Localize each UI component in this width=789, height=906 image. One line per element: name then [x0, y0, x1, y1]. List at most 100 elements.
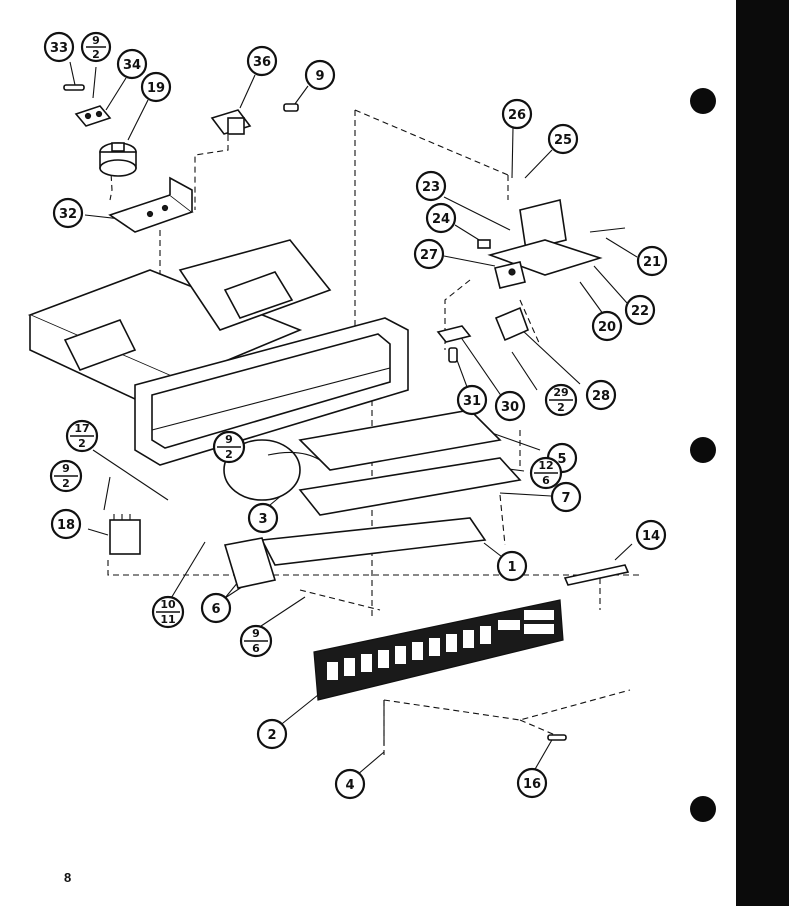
svg-text:2: 2	[557, 401, 565, 414]
callout-9-2-c: 9 2	[49, 459, 83, 493]
part-14-rod	[563, 564, 630, 586]
callout-30: 30	[494, 390, 526, 422]
callout-6: 6	[200, 592, 232, 624]
callout-23: 23	[415, 170, 447, 202]
svg-text:9: 9	[315, 69, 324, 84]
callout-25: 25	[547, 123, 579, 155]
part-frame	[134, 317, 409, 466]
part-33-pin	[63, 84, 85, 91]
callout-9-2-b: 9 2	[212, 430, 246, 464]
callout-18: 18	[50, 508, 82, 540]
part-30-plate	[436, 325, 472, 343]
callout-17-2: 17 2	[65, 419, 99, 453]
svg-text:21: 21	[643, 255, 661, 270]
svg-text:32: 32	[59, 207, 77, 222]
svg-text:9: 9	[62, 462, 70, 475]
callout-9-2: 9 2	[80, 31, 112, 63]
svg-text:5: 5	[557, 452, 566, 467]
callout-9-6: 9 6	[239, 624, 273, 658]
svg-text:4: 4	[345, 778, 354, 793]
svg-text:14: 14	[642, 529, 660, 544]
svg-text:6: 6	[252, 642, 260, 655]
binding-strip	[736, 0, 789, 906]
callout-2: 2	[256, 718, 288, 750]
callout-3: 3	[247, 502, 279, 534]
callout-26: 26	[501, 98, 533, 130]
control-panel-keys	[327, 610, 554, 680]
svg-text:20: 20	[598, 320, 616, 335]
svg-text:6: 6	[542, 474, 550, 487]
svg-text:9: 9	[92, 34, 100, 47]
part-32-mount	[108, 176, 194, 233]
svg-text:3: 3	[258, 512, 267, 527]
callout-21: 21	[636, 245, 668, 277]
callout-24: 24	[425, 202, 457, 234]
part-5-plate	[298, 409, 502, 471]
svg-text:23: 23	[422, 180, 440, 195]
part-6-strip	[223, 537, 277, 589]
callout-22: 22	[624, 294, 656, 326]
part-16-screw	[547, 734, 567, 741]
callout-29-2: 29 2	[544, 383, 578, 417]
callout-34: 34	[116, 48, 148, 80]
svg-text:17: 17	[74, 422, 89, 435]
svg-text:16: 16	[523, 777, 541, 792]
svg-text:34: 34	[123, 58, 141, 73]
svg-text:2: 2	[92, 48, 100, 61]
callout-16: 16	[516, 767, 548, 799]
callout-32: 32	[52, 197, 84, 229]
svg-text:36: 36	[253, 55, 271, 70]
punch-hole-top	[690, 88, 716, 114]
svg-text:26: 26	[508, 108, 526, 123]
svg-text:33: 33	[50, 41, 68, 56]
part-36-clip	[210, 109, 252, 135]
part-18-relay	[109, 514, 141, 555]
callout-9: 9	[304, 59, 336, 91]
svg-text:24: 24	[432, 212, 450, 227]
part-3-harness	[223, 439, 321, 501]
page-number: 8	[64, 870, 72, 885]
svg-text:11: 11	[160, 613, 175, 626]
svg-text:10: 10	[160, 598, 176, 611]
callout-27: 27	[413, 238, 445, 270]
callout-20: 20	[591, 310, 623, 342]
svg-text:7: 7	[561, 491, 570, 506]
svg-text:2: 2	[78, 437, 86, 450]
svg-text:28: 28	[592, 389, 610, 404]
part-7-panel	[298, 457, 522, 516]
punch-hole-middle	[690, 437, 716, 463]
svg-text:12: 12	[538, 459, 553, 472]
part-19-motor	[99, 142, 137, 177]
svg-text:30: 30	[501, 400, 519, 415]
callout-31: 31	[456, 384, 488, 416]
callout-33: 33	[43, 31, 75, 63]
callout-10-11: 10 11	[151, 595, 185, 629]
part-21-rod	[589, 227, 626, 233]
svg-text:2: 2	[267, 728, 276, 743]
svg-text:18: 18	[57, 518, 75, 533]
svg-text:31: 31	[463, 394, 481, 409]
svg-text:22: 22	[631, 304, 649, 319]
svg-text:2: 2	[62, 477, 70, 490]
svg-text:1: 1	[507, 560, 516, 575]
callout-7: 7	[550, 481, 582, 513]
part-28-block	[494, 306, 530, 342]
part-31-bolt	[448, 347, 458, 363]
callout-4: 4	[334, 768, 366, 800]
svg-text:9: 9	[252, 627, 260, 640]
assembly-dashed-lines	[107, 109, 640, 755]
part-1-rail	[260, 517, 487, 566]
svg-text:25: 25	[554, 133, 572, 148]
callout-36: 36	[246, 45, 278, 77]
part-9-screw	[283, 103, 299, 112]
svg-text:6: 6	[211, 602, 220, 617]
punch-hole-bottom	[690, 796, 716, 822]
svg-text:19: 19	[147, 81, 165, 96]
part-23-assembly	[477, 199, 603, 289]
callout-14: 14	[635, 519, 667, 551]
part-2-control-panel	[313, 599, 564, 701]
svg-text:9: 9	[225, 433, 233, 446]
svg-text:2: 2	[225, 448, 233, 461]
svg-text:27: 27	[420, 248, 438, 263]
